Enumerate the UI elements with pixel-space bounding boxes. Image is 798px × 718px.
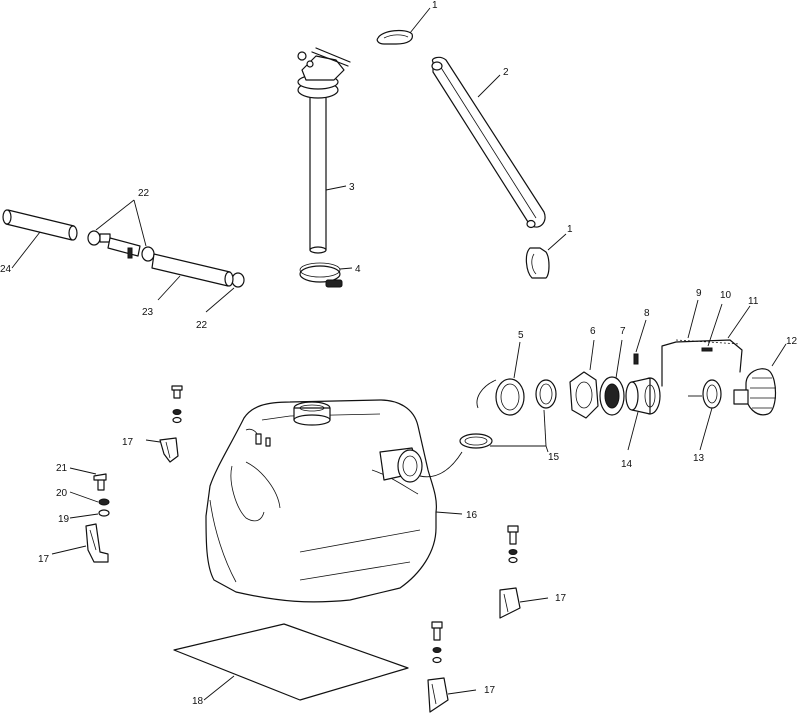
part-24-vent-hose [2, 209, 78, 269]
callout-22-top: 22 [138, 188, 150, 199]
part-2-strap [431, 56, 546, 229]
part-7-washer [599, 339, 625, 416]
part-1-clip-top [376, 7, 431, 45]
callout-2: 2 [503, 67, 509, 78]
callout-5: 5 [518, 330, 524, 341]
part-6-nut [569, 339, 599, 419]
callout-12: 12 [786, 336, 798, 347]
callout-17-b: 17 [38, 554, 50, 565]
callout-4: 4 [355, 264, 361, 275]
callout-1-top: 1 [432, 0, 438, 11]
callout-8: 8 [644, 308, 650, 319]
callout-16: 16 [466, 510, 478, 521]
part-17-bracket-b [51, 467, 110, 563]
part-18-pad [173, 623, 409, 701]
part-16-fuel-tank [205, 399, 463, 603]
callout-17-c: 17 [555, 593, 567, 604]
callout-3: 3 [349, 182, 355, 193]
callout-17-a: 17 [122, 437, 134, 448]
part-1-clip-bottom [525, 233, 567, 279]
part-15-gaskets [459, 379, 557, 453]
part-3-fuel-pickup [297, 47, 351, 254]
callout-20: 20 [56, 488, 68, 499]
part-12-fuel-cap [733, 343, 787, 416]
callout-19: 19 [58, 514, 70, 525]
callout-9: 9 [696, 288, 702, 299]
part-23-vent-hose [151, 253, 234, 301]
part-17-bracket-a [145, 385, 183, 463]
callout-10: 10 [720, 290, 732, 301]
callout-1-bottom: 1 [567, 224, 573, 235]
part-13-seal [688, 379, 722, 451]
part-8-screw [633, 319, 647, 365]
callout-13: 13 [693, 453, 705, 464]
part-17-bracket-d [427, 621, 477, 713]
callout-15: 15 [548, 452, 560, 463]
callout-17-d: 17 [484, 685, 496, 696]
callout-11: 11 [748, 296, 759, 307]
part-14-filler-flange [625, 377, 661, 451]
part-22-fittings [87, 199, 245, 313]
callout-23: 23 [142, 307, 154, 318]
callout-14: 14 [621, 459, 633, 470]
callout-18: 18 [192, 696, 204, 707]
part-4-hose-clamp [299, 262, 353, 288]
part-5-o-ring [476, 341, 525, 416]
callout-7: 7 [620, 326, 626, 337]
callout-22-bottom: 22 [196, 320, 208, 331]
part-17-bracket-c [499, 525, 549, 619]
callout-21: 21 [56, 463, 68, 474]
part-9-10-11-tether [661, 299, 751, 387]
callout-6: 6 [590, 326, 596, 337]
callout-24: 24 [0, 264, 12, 275]
